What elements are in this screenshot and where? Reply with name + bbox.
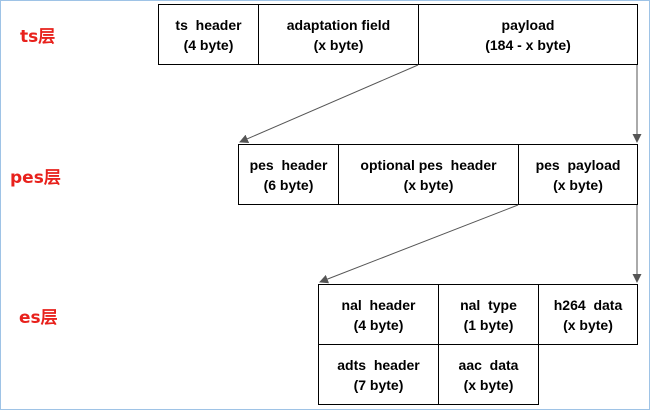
optional-pes-header-size: (x byte) — [403, 176, 454, 193]
ts-layer-label: ts层 — [20, 27, 56, 47]
pes-layer-label: pes层 — [10, 168, 61, 188]
adts-header-name: adts header — [337, 356, 420, 373]
pes-header-name: pes header — [249, 156, 328, 173]
pes-payload-cell: pes payload (x byte) — [518, 144, 638, 205]
ts-header-cell: ts header (4 byte) — [158, 4, 259, 65]
nal-header-size: (4 byte) — [353, 316, 404, 333]
payload-to-pes-header-arrow — [239, 64, 419, 143]
ts-header-size: (4 byte) — [183, 36, 234, 53]
nal-header-name: nal header — [341, 296, 416, 313]
nal-type-size: (1 byte) — [463, 316, 514, 333]
pes-payload-size: (x byte) — [553, 176, 603, 193]
ts-header-name: ts header — [175, 16, 242, 33]
payload-size: (184 - x byte) — [485, 36, 571, 53]
pes-payload-name: pes payload — [535, 156, 621, 173]
pes-header-size: (6 byte) — [263, 176, 314, 193]
aac-data-size: (x byte) — [463, 376, 514, 393]
payload-cell: payload (184 - x byte) — [418, 4, 638, 65]
pes-payload-to-es-start-arrow — [319, 204, 519, 284]
h264-data-size: (x byte) — [563, 316, 613, 333]
aac-data-cell: aac data (x byte) — [438, 344, 539, 405]
h264-data-cell: h264 data (x byte) — [538, 284, 638, 345]
adaptation-field-size: (x byte) — [313, 36, 364, 53]
pes-header-cell: pes header (6 byte) — [238, 144, 339, 205]
adts-header-size: (7 byte) — [353, 376, 404, 393]
adaptation-field-name: adaptation field — [286, 16, 391, 33]
adts-header-cell: adts header (7 byte) — [318, 344, 439, 405]
h264-data-name: h264 data — [553, 296, 623, 313]
payload-name: payload — [501, 16, 555, 33]
optional-pes-header-name: optional pes header — [360, 156, 497, 173]
nal-type-name: nal type — [460, 296, 517, 313]
adaptation-field-cell: adaptation field (x byte) — [258, 4, 419, 65]
optional-pes-header-cell: optional pes header (x byte) — [338, 144, 519, 205]
es-layer-label: es层 — [19, 308, 58, 328]
aac-data-name: aac data — [458, 356, 519, 373]
